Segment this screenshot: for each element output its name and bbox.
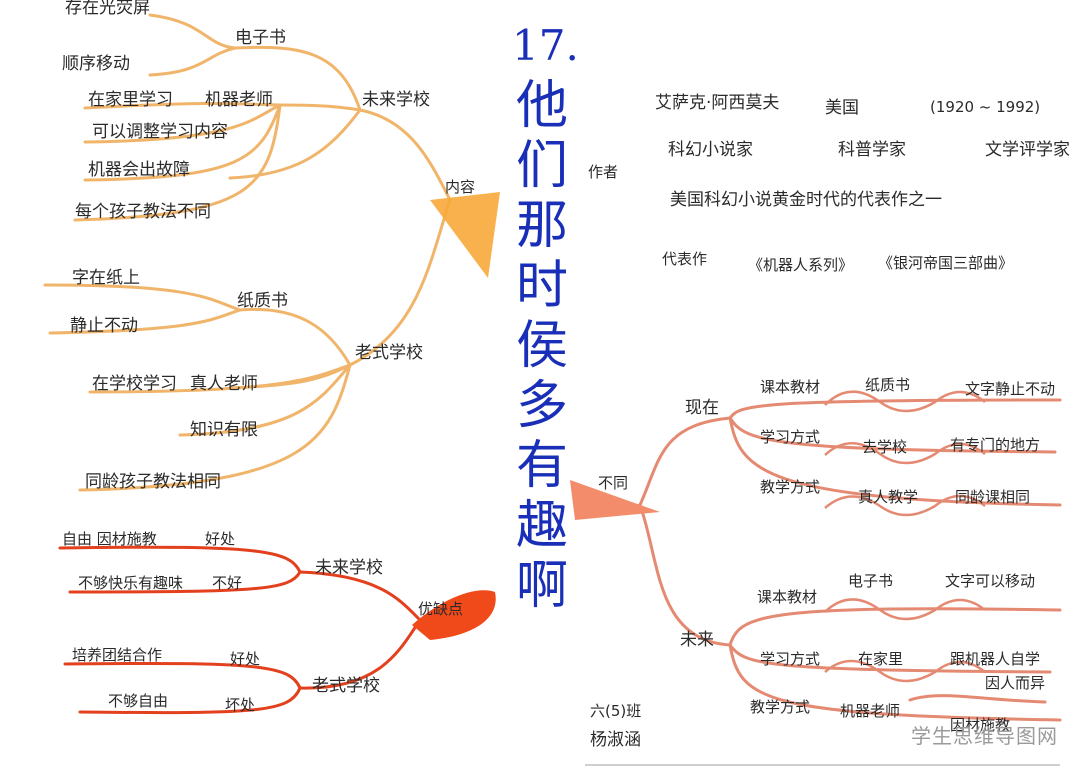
cell: 因人而异 [985, 674, 1046, 692]
cell: 机器老师 [840, 702, 901, 720]
author-role: 文学评学家 [985, 140, 1070, 160]
hub-difference: 不同 [598, 474, 629, 492]
leaf: 同龄孩子教法相同 [85, 472, 221, 492]
hub-author: 作者 [588, 163, 619, 181]
author-name: 艾萨克·阿西莫夫 [655, 93, 780, 113]
proscons-hub-shape [412, 590, 496, 640]
cell: 学习方式 [760, 428, 821, 446]
title-char: 趣 [515, 496, 568, 556]
leaf: 不够自由 [108, 692, 169, 710]
cell: 真人教学 [858, 488, 919, 506]
cell: 纸质书 [865, 376, 911, 394]
leaf: 知识有限 [190, 420, 258, 440]
node-future-school: 未来学校 [362, 90, 430, 110]
author-work: 《机器人系列》 [748, 256, 854, 274]
signature-name: 杨淑涵 [590, 730, 641, 750]
cell: 跟机器人自学 [950, 650, 1041, 668]
leaf: 每个孩子教法不同 [75, 202, 211, 222]
author-role: 科幻小说家 [668, 140, 753, 160]
title-char: 他 [515, 76, 568, 136]
cell: 在家里 [858, 650, 904, 668]
content-branches [43, 13, 452, 492]
node-now: 现在 [685, 398, 719, 418]
author-works-label: 代表作 [662, 250, 708, 268]
node-old-school-proscons: 老式学校 [312, 676, 380, 696]
leaf: 在家里学习 [88, 90, 173, 110]
node-future-school-proscons: 未来学校 [315, 558, 383, 578]
difference-waves [824, 390, 986, 683]
cell: 文字静止不动 [965, 380, 1056, 398]
leaf: 培养团结合作 [72, 646, 163, 664]
node-robot-teacher: 机器老师 [205, 90, 273, 110]
leaf-label: 坏处 [225, 696, 256, 714]
leaf: 在学校学习 [92, 374, 177, 394]
difference-branches [638, 398, 1062, 722]
signature-class: 六(5)班 [590, 702, 642, 720]
title-char: 时 [515, 256, 568, 316]
author-work: 《银河帝国三部曲》 [878, 254, 1014, 272]
leaf: 顺序移动 [62, 54, 130, 74]
hub-content: 内容 [445, 178, 476, 196]
node-old-school: 老式学校 [355, 343, 423, 363]
author-role: 科普学家 [838, 140, 906, 160]
cell: 同龄课相同 [955, 488, 1031, 506]
title-char: 那 [515, 196, 568, 256]
cell: 课本教材 [757, 588, 818, 606]
cell: 教学方式 [750, 698, 811, 716]
title-char: 们 [515, 136, 568, 196]
node-future: 未来 [680, 630, 714, 650]
cell: 教学方式 [760, 478, 821, 496]
leaf-label: 不好 [212, 574, 243, 592]
cell: 去学校 [862, 438, 908, 456]
leaf: 机器会出故障 [88, 160, 190, 180]
cell: 有专门的地方 [950, 436, 1041, 454]
cell-extra: 因材施教 [950, 716, 1011, 734]
leaf: 可以调整学习内容 [92, 122, 228, 142]
proscons-branches [58, 545, 422, 715]
leaf: 自由 因材施教 [62, 530, 157, 548]
cell: 文字可以移动 [945, 572, 1036, 590]
node-paper-book: 纸质书 [237, 291, 288, 311]
author-description: 美国科幻小说黄金时代的代表作之一 [670, 190, 942, 210]
leaf: 存在光荧屏 [65, 0, 150, 18]
title-char: 侯 [515, 316, 568, 376]
leaf: 字在纸上 [72, 268, 140, 288]
leaf: 不够快乐有趣味 [78, 574, 184, 592]
title-char: 啊 [515, 556, 568, 616]
difference-hub-shape [570, 480, 660, 520]
author-country: 美国 [825, 98, 859, 118]
leaf-label: 好处 [230, 650, 261, 668]
leaf: 静止不动 [70, 316, 138, 336]
author-years: (1920 ~ 1992) [930, 98, 1041, 116]
content-hub-shape [430, 192, 500, 278]
watermark: 学生思维导图网 [911, 724, 1058, 748]
hub-proscons: 优缺点 [418, 600, 464, 618]
node-ebook: 电子书 [235, 28, 286, 48]
title-char: 有 [515, 436, 568, 496]
leaf-label: 好处 [205, 530, 236, 548]
cell: 课本教材 [760, 378, 821, 396]
title-char: 多 [515, 376, 568, 436]
cell: 学习方式 [760, 650, 821, 668]
lesson-title: 17. 他 们 那 时 侯 多 有 趣 啊 [512, 16, 579, 616]
node-real-teacher: 真人老师 [190, 374, 258, 394]
cell: 电子书 [848, 572, 894, 590]
title-number: 17. [512, 21, 579, 70]
